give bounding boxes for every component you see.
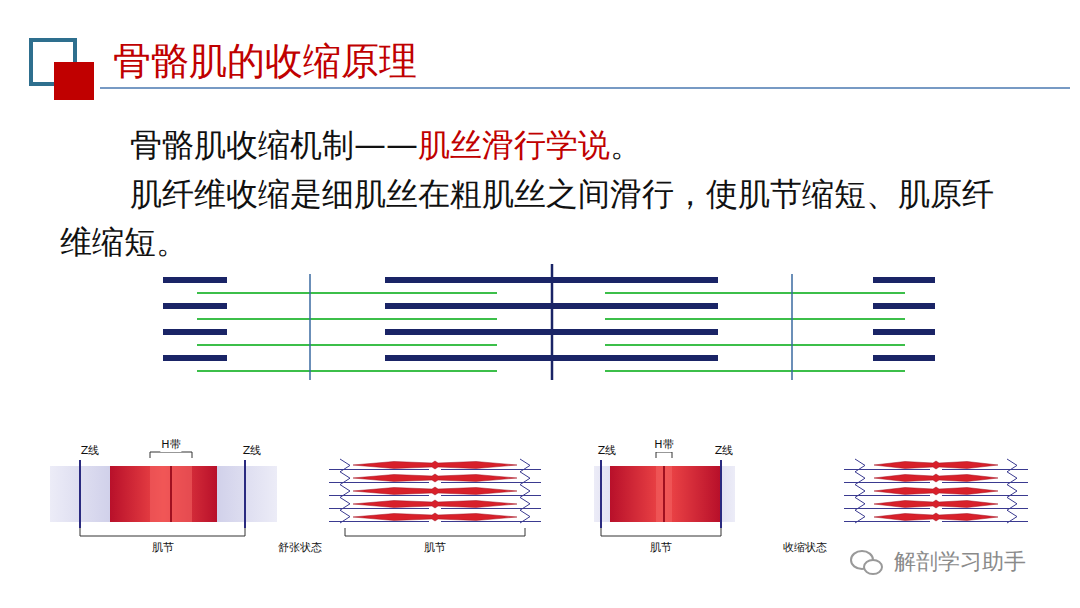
- watermark-icon: [851, 551, 882, 574]
- thin-filament: [605, 370, 905, 372]
- body-text: 肌纤维收缩是细肌丝在粗肌丝之间滑行，使肌节缩短、肌原纤维缩短。: [60, 170, 1020, 266]
- slide-title: 骨骼肌的收缩原理: [113, 36, 417, 87]
- thick-filament: [873, 303, 935, 309]
- contracted-filaments: [844, 459, 1028, 523]
- body-line: 骨骼肌收缩机制——肌丝滑行学说。: [130, 124, 642, 168]
- watermark: 解剖学习助手: [893, 547, 1027, 577]
- thin-filament: [605, 292, 905, 294]
- thick-filament: [163, 355, 227, 361]
- part-label: H带: [160, 437, 181, 452]
- part-label: Z线: [597, 443, 618, 458]
- contracted-band: [594, 452, 735, 536]
- thin-filament: [197, 370, 497, 372]
- thick-filament: [163, 329, 227, 335]
- filament-diagram: [163, 264, 935, 380]
- thick-filament: [163, 277, 227, 283]
- z-line: [791, 274, 793, 380]
- thin-filament: [197, 292, 497, 294]
- z-line: [309, 274, 311, 380]
- part-label: Z线: [714, 443, 735, 458]
- part-label: 肌节: [649, 540, 673, 555]
- thick-filament: [163, 303, 227, 309]
- part-label: 舒张状态: [277, 540, 323, 555]
- header-rule: [100, 87, 1070, 89]
- thin-filament: [605, 318, 905, 320]
- relaxed-filaments: [329, 459, 541, 523]
- part-label: 肌节: [151, 540, 175, 555]
- thick-filament: [873, 329, 935, 335]
- thick-filament: [873, 355, 935, 361]
- thin-filament: [605, 344, 905, 346]
- thick-filament: [873, 277, 935, 283]
- thin-filament: [197, 318, 497, 320]
- part-label: Z线: [80, 443, 101, 458]
- part-label: H带: [653, 437, 674, 452]
- icon-square: [54, 62, 94, 100]
- sarcomere-bracket: [345, 528, 525, 536]
- relaxed-band: [50, 452, 277, 536]
- part-label: Z线: [242, 443, 263, 458]
- part-label: 收缩状态: [782, 540, 828, 555]
- part-label: 肌节: [423, 540, 447, 555]
- highlight-term: 肌丝滑行学说: [418, 126, 610, 164]
- thin-filament: [197, 344, 497, 346]
- body-text: 。: [610, 126, 642, 164]
- z-line: [551, 264, 554, 380]
- body-text: 骨骼肌收缩机制——: [130, 126, 418, 164]
